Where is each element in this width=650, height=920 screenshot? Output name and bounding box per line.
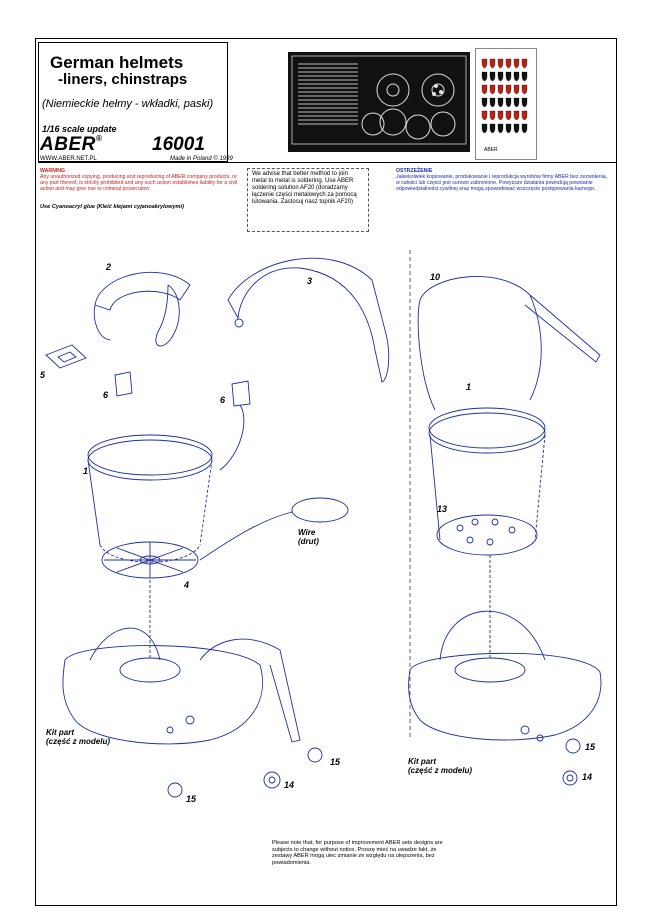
- part-label-1-right: 1: [466, 382, 472, 392]
- brand-logo: ABER®: [40, 134, 103, 155]
- decal-shield: [521, 110, 528, 121]
- diagram-linework: [45, 250, 602, 798]
- part-label-6-left: 6: [103, 390, 109, 400]
- decal-shield: [513, 71, 520, 82]
- part-label-3: 3: [307, 276, 313, 286]
- part-label-6-right: 6: [220, 395, 226, 405]
- warning-notice: WARNING Any unauthorized copying, produc…: [40, 168, 245, 192]
- part-label-14-b: 14: [582, 772, 593, 782]
- decal-shield: [505, 123, 512, 134]
- decal-shield: [505, 84, 512, 95]
- website-link[interactable]: WWW.ABER.NET.PL: [40, 156, 97, 162]
- decal-shield: [513, 84, 520, 95]
- title-line-2: -liners, chinstraps: [58, 71, 188, 88]
- polish-warning-text: Jakiekolwiek kopiowanie, produkowanie i …: [396, 174, 608, 192]
- glue-note: Use Cyanoacryl glue (Kleić klejami cyjan…: [40, 204, 184, 210]
- decal-shield: [513, 97, 520, 108]
- decal-shield: [505, 97, 512, 108]
- part-label-2: 2: [106, 262, 112, 272]
- decal-shield: [497, 58, 504, 69]
- svg-text:ABER: ABER: [484, 147, 498, 153]
- warning-heading: WARNING: [40, 168, 66, 174]
- decal-shield: [489, 58, 496, 69]
- kit-part-label-right: Kit part(część z modelu): [408, 757, 473, 775]
- decal-shield: [513, 123, 520, 134]
- decal-shield: [521, 97, 528, 108]
- decal-shield: [513, 58, 520, 69]
- soldering-tip-box: We advise that better method to join met…: [247, 168, 369, 232]
- decal-shield: [481, 58, 488, 69]
- part-label-13: 13: [437, 504, 448, 514]
- decal-shield: [505, 110, 512, 121]
- polish-warning-notice: OSTRZEŻENIE Jakiekolwiek kopiowanie, pro…: [396, 168, 611, 192]
- decal-shield: [513, 110, 520, 121]
- title-box: [38, 42, 228, 162]
- part-label-1-left: 1: [83, 466, 89, 476]
- polish-warning-heading: OSTRZEŻENIE: [396, 168, 433, 174]
- decal-shield: [521, 84, 528, 95]
- made-in: Made in Poland © 1999: [170, 156, 233, 162]
- part-label-15-b: 15: [186, 794, 197, 804]
- decal-shield: [521, 123, 528, 134]
- decal-shield: [481, 71, 488, 82]
- decal-shield: [505, 58, 512, 69]
- part-label-15-a: 15: [330, 757, 341, 767]
- part-label-4: 4: [184, 580, 190, 590]
- decal-shield: [489, 71, 496, 82]
- decal-shield: [497, 71, 504, 82]
- decal-shield: [497, 110, 504, 121]
- decal-shield: [489, 84, 496, 95]
- decal-shield: [505, 71, 512, 82]
- decal-shield: [497, 84, 504, 95]
- decal-shield: [481, 97, 488, 108]
- wire-label: Wire(drut): [298, 528, 319, 546]
- decal-shield: [489, 97, 496, 108]
- instruction-sheet-border: [35, 38, 617, 906]
- part-label-15-c: 15: [585, 742, 596, 752]
- warning-text: Any unauthorized copying, producing and …: [40, 174, 238, 192]
- part-label-14-a: 14: [284, 780, 295, 790]
- decal-shield: [481, 123, 488, 134]
- scale-label: 1/16 scale update: [42, 124, 117, 134]
- decal-shield: [481, 110, 488, 121]
- decal-shield: [497, 123, 504, 134]
- header-divider: [38, 162, 617, 163]
- kit-part-label-left: Kit part(część z modelu): [46, 728, 111, 746]
- decal-shield: [521, 58, 528, 69]
- part-label-5: 5: [40, 370, 46, 380]
- decal-shield: [489, 123, 496, 134]
- decal-shield: [489, 110, 496, 121]
- decal-sheet-image: ABER: [475, 48, 537, 160]
- photo-etch-fret-image: [288, 52, 470, 152]
- decal-shield: [481, 84, 488, 95]
- title-polish: (Niemieckie hełmy - wkładki, paski): [42, 98, 214, 110]
- title-line-1: German helmets: [50, 53, 184, 72]
- change-notice: Please note that, for purpose of improve…: [272, 840, 443, 866]
- product-code: 16001: [152, 134, 205, 155]
- part-label-10: 10: [430, 272, 441, 282]
- decal-shield: [521, 71, 528, 82]
- decal-shield: [497, 97, 504, 108]
